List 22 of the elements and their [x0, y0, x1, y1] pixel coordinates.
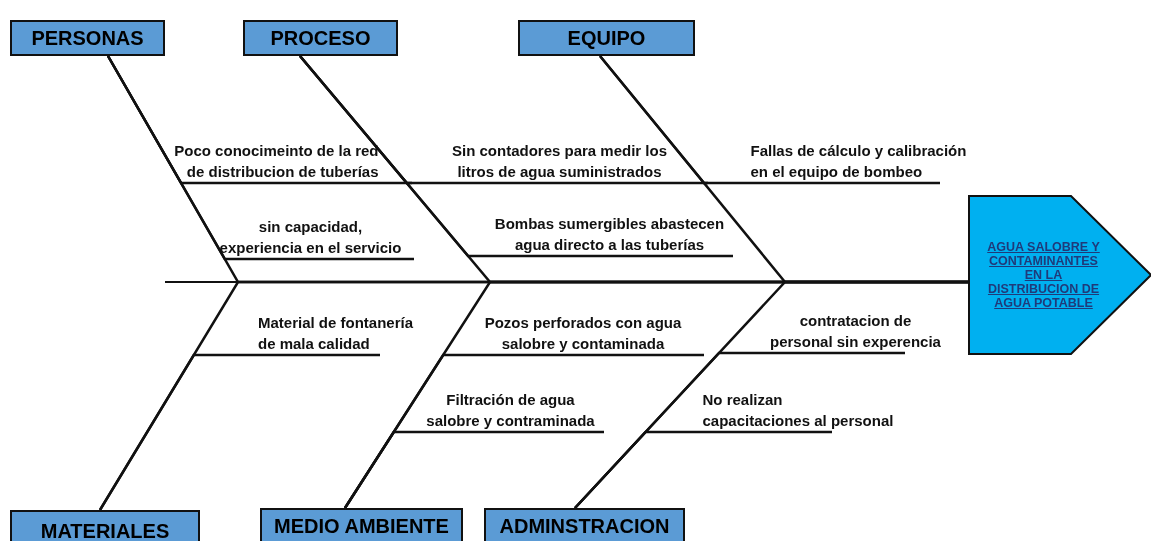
- cause-label: sin capacidad, experiencia en el servicio: [219, 216, 402, 258]
- category-box: EQUIPO: [518, 20, 695, 56]
- cause-label: Pozos perforados con agua salobre y contaminada: [484, 312, 682, 354]
- effect-box: AGUA SALOBRE Y CONTAMINANTES EN LA DISTRIBUCION DE AGUA POTABLE: [968, 195, 1151, 355]
- cause-label: Material de fontanería de mala calidad: [258, 312, 414, 354]
- cause-label: No realizan capacitaciones al personal: [702, 389, 894, 431]
- category-box: MATERIALES: [10, 510, 200, 541]
- branch-line: [98, 353, 382, 511]
- branch-line: [599, 55, 942, 185]
- cause-label: Filtración de agua salobre y contraminada: [426, 389, 595, 431]
- category-box: MEDIO AMBIENTE: [260, 508, 463, 541]
- branch-line: [299, 55, 735, 258]
- category-box: ADMINSTRACION: [484, 508, 685, 541]
- category-box: PERSONAS: [10, 20, 165, 56]
- branch-line: [106, 55, 416, 261]
- category-box: PROCESO: [243, 20, 398, 56]
- cause-label: Sin contadores para medir los litros de agua suministrados: [451, 140, 668, 182]
- branch-line: [574, 430, 834, 509]
- cause-label: Bombas sumergibles abastecen agua directo a las tuberías: [494, 213, 725, 255]
- cause-label: contratacion de personal sin experencia: [770, 310, 941, 352]
- branch-line: [343, 430, 606, 509]
- cause-label: Fallas de cálculo y calibración en el equipo de bombeo: [750, 140, 967, 182]
